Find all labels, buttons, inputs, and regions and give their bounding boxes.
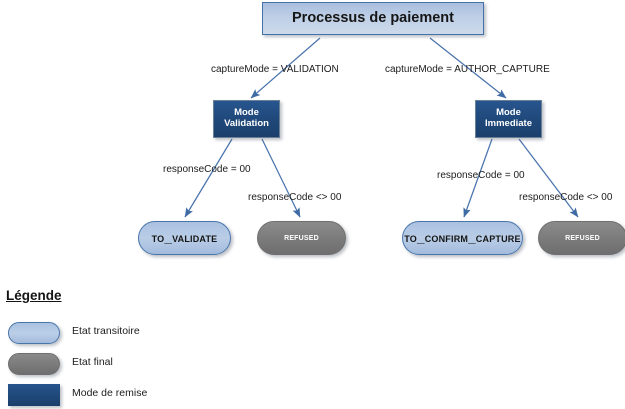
node-to-validate-label: To_validate — [151, 230, 218, 246]
node-mode-validation-line1: Mode — [234, 107, 259, 119]
edge-label-capture-mode-author-capture: captureMode = AUTHOR_CAPTURE — [385, 64, 550, 75]
node-refused-left[interactable]: Refused — [257, 221, 346, 255]
final-state-swatch — [8, 353, 60, 375]
node-refused-left-label: Refused — [284, 232, 319, 244]
legend-title: Légende — [6, 288, 62, 303]
node-mode-validation[interactable]: Mode Validation — [213, 100, 280, 138]
node-to-confirm-capture-label: To_confirm_capture — [404, 230, 521, 246]
edge-label-right-response-ko: responseCode <> 00 — [519, 192, 613, 203]
edge-label-left-response-ko: responseCode <> 00 — [248, 192, 342, 203]
delivery-mode-swatch — [8, 384, 60, 406]
legend-item-final: Etat final — [0, 353, 230, 377]
node-mode-immediate-line2: Immediate — [485, 118, 532, 129]
node-processus-de-paiement[interactable]: Processus de paiement — [262, 2, 484, 35]
node-mode-immediate-line1: Mode — [496, 107, 521, 119]
transitory-state-swatch — [8, 322, 60, 344]
legend-item-mode: Mode de remise — [0, 384, 230, 408]
edge-mode-validation-to-to-validate — [184, 138, 233, 218]
edge-label-capture-mode-validation: captureMode = VALIDATION — [211, 64, 339, 75]
node-to-confirm-capture[interactable]: To_confirm_capture — [402, 221, 523, 255]
node-mode-immediate[interactable]: Mode Immediate — [475, 100, 542, 138]
node-refused-right-label: Refused — [565, 232, 600, 244]
legend-label-final: Etat final — [72, 356, 113, 368]
node-refused-right[interactable]: Refused — [538, 221, 625, 255]
node-root-label: Processus de paiement — [292, 10, 454, 27]
edge-label-right-response-ok: responseCode = 00 — [437, 170, 525, 181]
legend-label-mode: Mode de remise — [72, 387, 148, 399]
edge-mode-immediate-to-refused — [518, 138, 579, 218]
node-to-validate[interactable]: To_validate — [138, 221, 231, 255]
node-mode-validation-line2: Validation — [224, 118, 269, 129]
edge-mode-validation-to-refused — [261, 138, 301, 218]
legend-label-transitory: Etat transitoire — [72, 325, 140, 337]
legend-item-transitory: Etat transitoire — [0, 322, 230, 346]
edge-label-left-response-ok: responseCode = 00 — [163, 164, 251, 175]
